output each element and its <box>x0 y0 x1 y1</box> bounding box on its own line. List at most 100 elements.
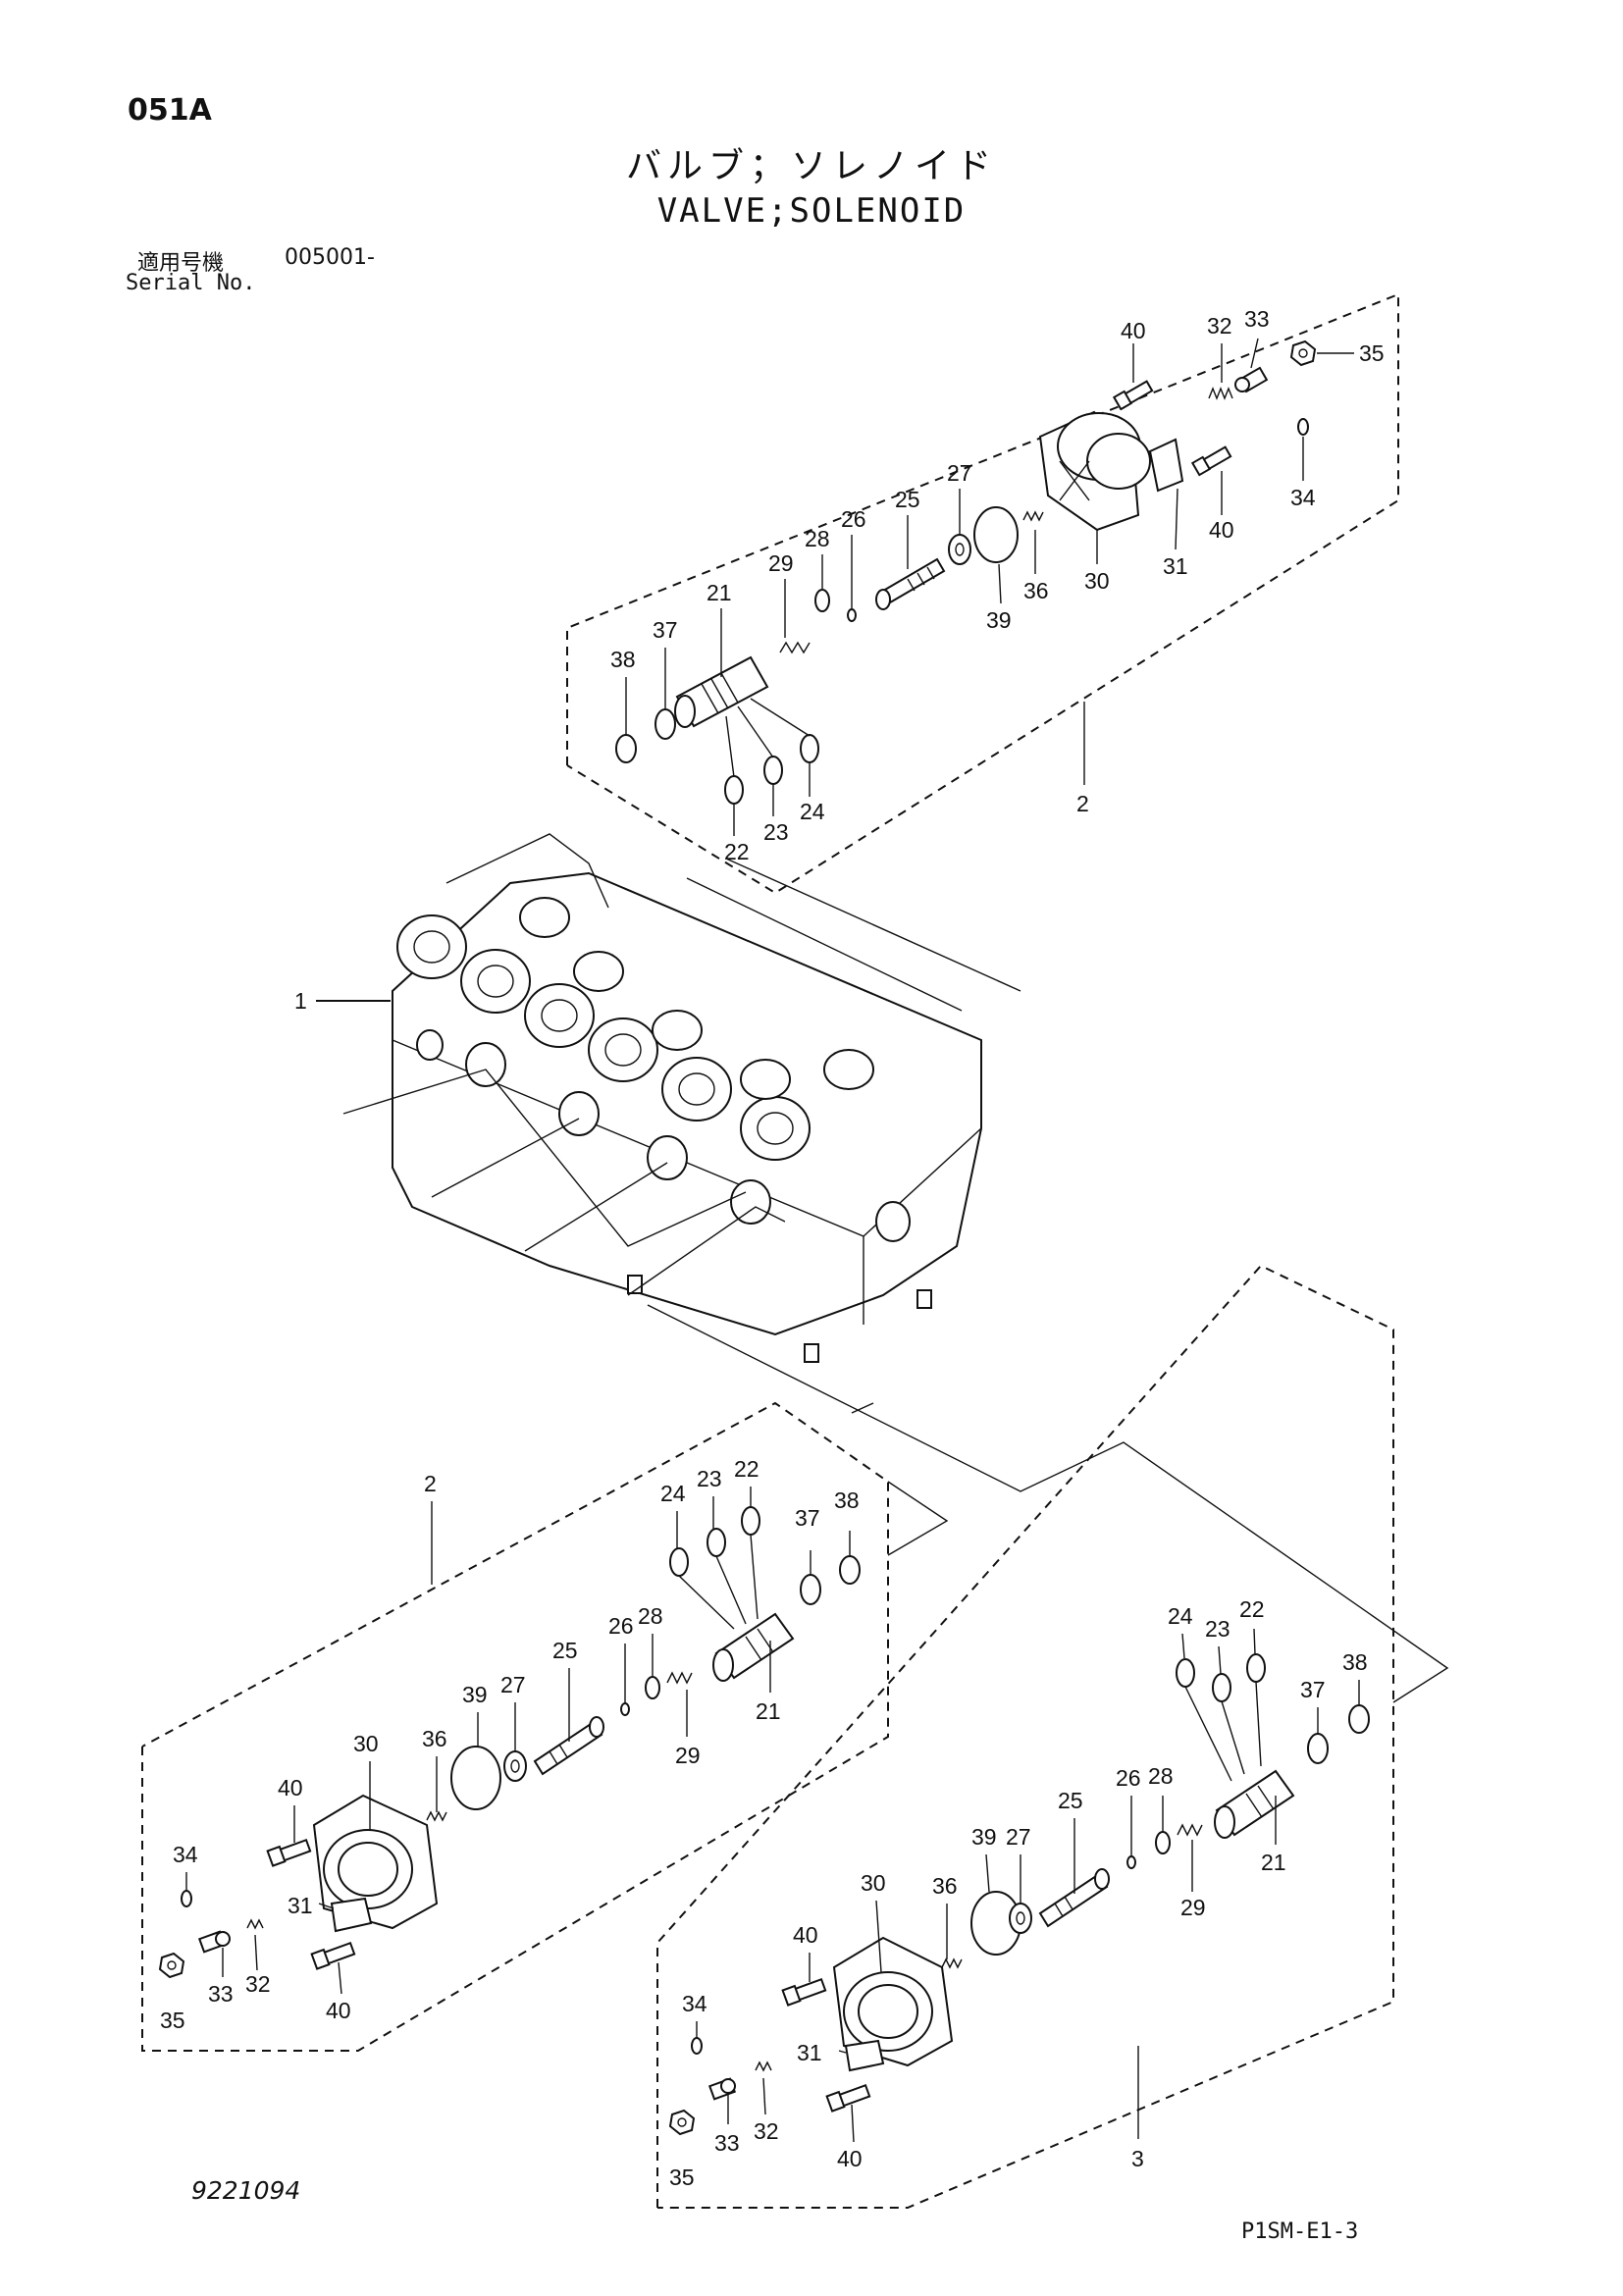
callout-bl-36: 36 <box>422 1726 447 1751</box>
oring-part-22-br <box>1246 1653 1266 1683</box>
callout-bl-24: 24 <box>660 1481 686 1506</box>
callout-top-37: 37 <box>653 617 678 643</box>
callout-br-25: 25 <box>1058 1788 1083 1813</box>
callout-top-26: 26 <box>841 506 866 532</box>
bolt-part-40-bl-b <box>310 1941 356 1970</box>
callout-top-23: 23 <box>763 819 789 845</box>
ball-part-26-top <box>847 608 857 622</box>
oring-part-22-top <box>724 775 744 805</box>
callout-bl-31: 31 <box>288 1893 313 1918</box>
spring-part-36-top <box>1022 510 1044 522</box>
callout-bl-32: 32 <box>245 1971 271 1997</box>
callout-br-32: 32 <box>754 2118 779 2144</box>
spring-part-32-top <box>1208 387 1233 400</box>
callout-br-38: 38 <box>1342 1649 1368 1675</box>
callout-2-top: 2 <box>1076 791 1089 816</box>
callout-bl-29: 29 <box>675 1743 701 1768</box>
top-leaders <box>625 338 1354 836</box>
ring-part-37-br <box>1307 1733 1329 1764</box>
callout-3-br: 3 <box>1131 2146 1144 2171</box>
serial-value: 005001- <box>285 245 375 270</box>
oring-part-24-bl <box>669 1547 689 1577</box>
callout-top-35: 35 <box>1359 340 1385 366</box>
callout-br-26: 26 <box>1116 1765 1141 1791</box>
ring-part-37-top <box>654 708 676 740</box>
spring-part-32-bl <box>246 1918 264 1930</box>
callout-labels: 1 2 2 3 40 32 33 35 34 40 31 30 36 39 27… <box>160 306 1385 2190</box>
callout-bl-27: 27 <box>500 1672 526 1697</box>
bl-leaders <box>185 1487 851 1995</box>
screw-part-33-bl <box>197 1930 231 1954</box>
bottom-right-assembly <box>656 1264 1394 2209</box>
spool-part-25-bl <box>533 1716 604 1776</box>
oring-part-34-top <box>1297 418 1309 436</box>
spool-part-25-br <box>1038 1868 1110 1928</box>
bottom-left-assembly <box>141 1401 949 2052</box>
screw-part-33-br <box>707 2077 737 2101</box>
oring-part-24-br <box>1176 1658 1195 1688</box>
spring-part-29-br <box>1177 1823 1203 1837</box>
callout-bl-23: 23 <box>697 1466 722 1491</box>
oring-part-24-top <box>800 734 819 763</box>
callout-1: 1 <box>294 988 307 1014</box>
oring-part-39-bl <box>450 1746 501 1810</box>
serial-label-jp: 適用号機 <box>137 251 225 276</box>
callout-bl-39: 39 <box>462 1682 488 1707</box>
title-japanese: バルブ；ソレノイド <box>625 146 997 186</box>
serial-label-en: Serial No. <box>126 271 256 295</box>
oring-part-23-top <box>763 756 783 785</box>
callout-br-21: 21 <box>1261 1850 1286 1875</box>
nut-part-35-top <box>1289 339 1317 367</box>
callout-bl-38: 38 <box>834 1487 860 1513</box>
callout-br-31: 31 <box>797 2040 822 2065</box>
callout-top-40b: 40 <box>1209 517 1234 543</box>
callout-bl-22: 22 <box>734 1456 759 1482</box>
oring-part-38-top <box>615 734 637 763</box>
document-number: 9221094 <box>191 2176 301 2205</box>
oring-part-22-bl <box>741 1506 760 1536</box>
oring-part-38-bl <box>839 1555 861 1585</box>
bolt-part-40-top-b <box>1190 445 1232 477</box>
spring-part-29-bl <box>666 1671 693 1685</box>
callout-top-24: 24 <box>800 799 825 824</box>
solenoid-part-30-bl <box>312 1794 439 1933</box>
callout-bl-28: 28 <box>638 1603 663 1629</box>
callout-br-37: 37 <box>1300 1677 1326 1702</box>
spring-part-29-top <box>779 641 811 654</box>
spool-part-25-top <box>875 557 946 610</box>
callout-br-40a: 40 <box>793 1922 818 1948</box>
nut-part-35-bl <box>158 1952 185 1979</box>
bolt-part-40-br-a <box>781 1977 827 2007</box>
callout-br-27: 27 <box>1006 1824 1031 1850</box>
callout-bl-40b: 40 <box>326 1998 351 2023</box>
callout-br-30: 30 <box>861 1870 886 1896</box>
title-english: VALVE;SOLENOID <box>656 191 967 231</box>
callout-bl-25: 25 <box>552 1638 578 1663</box>
callout-top-32: 32 <box>1207 313 1232 339</box>
callout-top-28: 28 <box>805 526 830 551</box>
spring-part-36-bl <box>426 1810 447 1822</box>
figure-code: P1SM-E1-3 <box>1241 2219 1359 2244</box>
callout-top-21: 21 <box>707 580 732 605</box>
bolt-part-40-bl-a <box>266 1838 312 1867</box>
top-assembly <box>566 292 1399 895</box>
valve-body-part-1 <box>316 833 982 1363</box>
oring-part-38-br <box>1348 1704 1370 1734</box>
page-id: 051A <box>128 93 212 128</box>
callout-top-39: 39 <box>986 607 1012 633</box>
callout-br-22: 22 <box>1239 1596 1265 1622</box>
seat-part-28-top <box>814 589 830 612</box>
callout-2-bl: 2 <box>424 1471 437 1496</box>
callout-br-40b: 40 <box>837 2146 863 2171</box>
callout-bl-40a: 40 <box>278 1775 303 1800</box>
callout-top-34: 34 <box>1290 485 1316 510</box>
callout-br-23: 23 <box>1205 1616 1230 1642</box>
bolt-part-40-top-a <box>1112 380 1154 411</box>
washer-part-27-bl <box>503 1750 527 1782</box>
callout-bl-37: 37 <box>795 1505 820 1531</box>
callout-top-36: 36 <box>1023 578 1049 603</box>
callout-top-27: 27 <box>947 460 972 486</box>
screw-part-33-top <box>1234 366 1269 393</box>
spring-part-36-br <box>941 1957 963 1969</box>
